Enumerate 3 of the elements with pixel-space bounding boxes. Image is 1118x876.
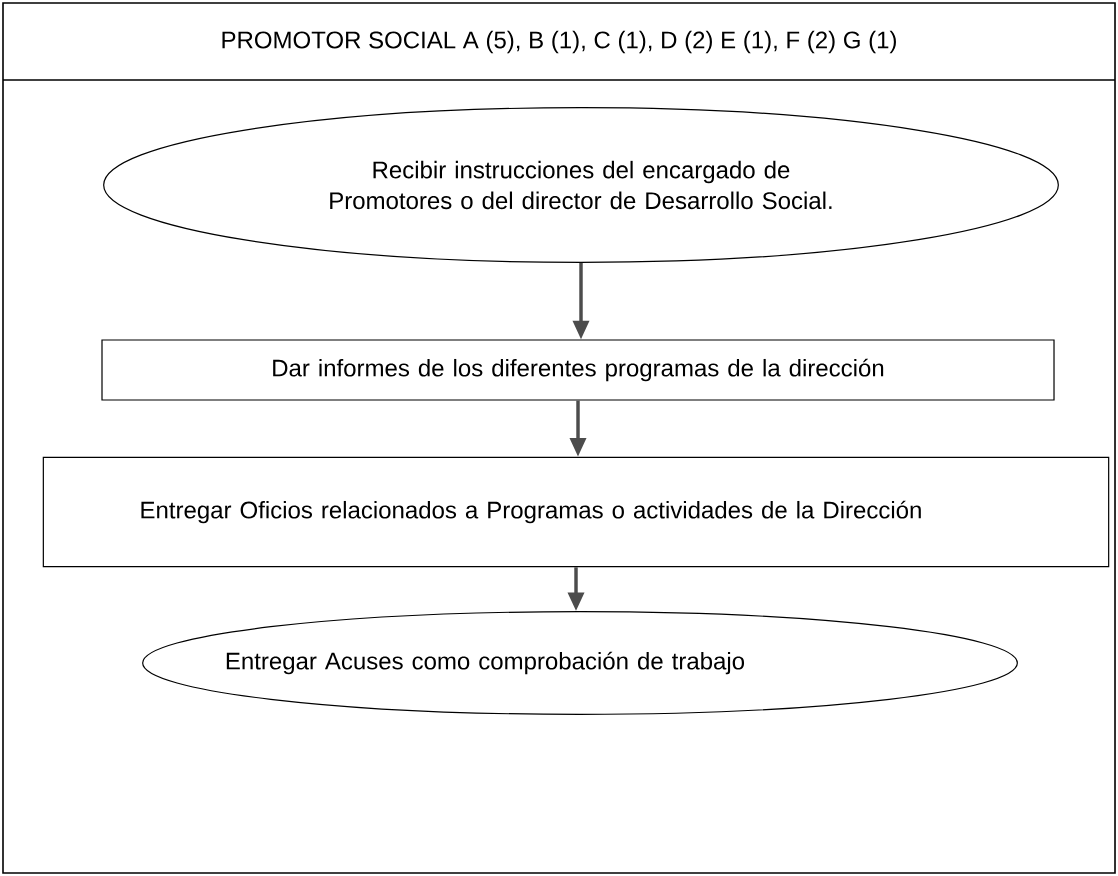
process-box: Dar informes de los diferentes programas de la dirección: [101, 339, 1055, 401]
title: PROMOTOR SOCIAL A (5), B (1), C (1), D (2) E (1), F (2) G (1): [222, 30, 896, 54]
process-box: Entregar Oficios relacionados a Programas o actividades de la Dirección: [42, 456, 1110, 568]
